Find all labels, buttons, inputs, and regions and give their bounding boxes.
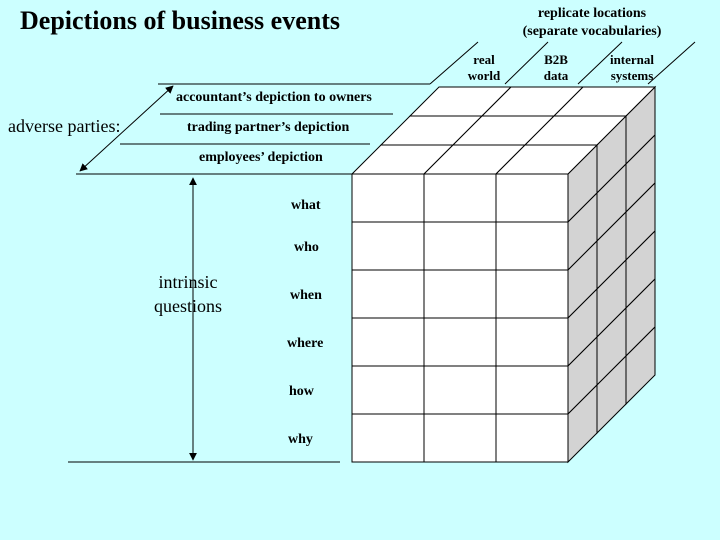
- layer-label-employees: employees’ depiction: [199, 150, 323, 165]
- cube-front-face-cell: [351, 365, 425, 415]
- cube-front-face-cell: [495, 173, 569, 223]
- column-label-real-world: real world: [449, 52, 519, 84]
- question-who: who: [294, 240, 319, 255]
- cube-front-face-cell: [423, 173, 497, 223]
- column-label-line1: internal: [609, 52, 655, 67]
- replicate-locations-line1: replicate locations: [537, 6, 647, 21]
- cube-front-face-cell: [495, 269, 569, 319]
- column-label-b2b-data: B2B data: [521, 52, 591, 84]
- cube-front-face-cell: [351, 413, 425, 463]
- column-line-real-world: [429, 41, 479, 85]
- cube-front-face-cell: [495, 365, 569, 415]
- cube-front-face-cell: [495, 413, 569, 463]
- column-line-internal-systems: [577, 41, 623, 85]
- cube-front-face-cell: [351, 269, 425, 319]
- cube-front-face-cell: [423, 365, 497, 415]
- replicate-locations-label: replicate locations (separate vocabulari…: [508, 5, 676, 41]
- adverse-parties-label: adverse parties:: [8, 116, 121, 136]
- cube-front-face-cell: [423, 221, 497, 271]
- cube-front-face-cell: [495, 221, 569, 271]
- cube-front-face-cell: [351, 317, 425, 367]
- column-label-line1: real: [473, 52, 495, 67]
- column-label-internal-systems: internal systems: [597, 52, 667, 84]
- cube-front-face-cell: [351, 221, 425, 271]
- event-cube: [350, 85, 657, 464]
- column-label-line2: world: [467, 68, 501, 83]
- adverse-parties-arrow: [79, 85, 174, 172]
- column-line-edge: [647, 41, 696, 85]
- cube-front-face-cell: [423, 269, 497, 319]
- column-label-line1: B2B: [544, 52, 568, 67]
- question-when: when: [290, 288, 322, 303]
- page-title: Depictions of business events: [20, 6, 340, 35]
- column-line-b2b-data: [504, 41, 549, 85]
- question-how: how: [289, 384, 314, 399]
- layer-label-accountant: accountant’s depiction to owners: [176, 90, 372, 105]
- cube-front-face-cell: [423, 317, 497, 367]
- column-label-line2: data: [543, 68, 569, 83]
- cube-front-face-cell: [351, 173, 425, 223]
- cube-front-face-cell: [495, 317, 569, 367]
- intrinsic-line2: questions: [153, 296, 222, 316]
- cube-front-face-cell: [423, 413, 497, 463]
- question-why: why: [288, 432, 313, 447]
- column-label-line2: systems: [610, 68, 654, 83]
- layer-label-trading-partner: trading partner’s depiction: [187, 120, 350, 135]
- question-what: what: [291, 198, 321, 213]
- question-where: where: [287, 336, 324, 351]
- intrinsic-line1: intrinsic: [158, 272, 218, 292]
- intrinsic-questions-label: intrinsic questions: [140, 270, 236, 318]
- replicate-locations-line2: (separate vocabularies): [522, 24, 662, 39]
